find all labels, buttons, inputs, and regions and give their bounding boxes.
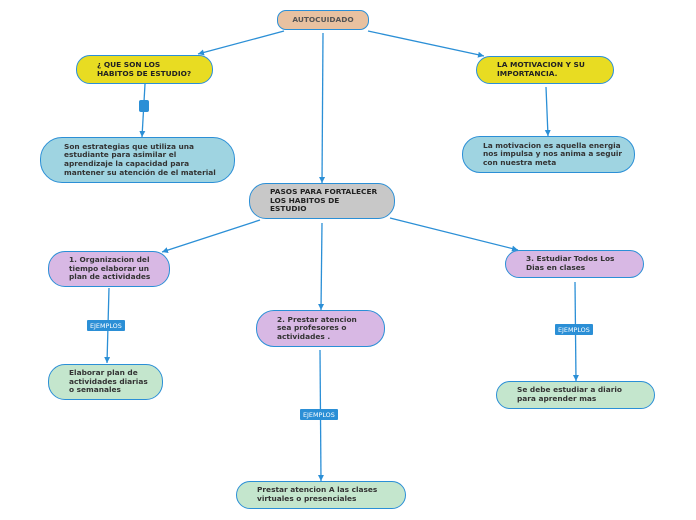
node-pasos-label: PASOS PARA FORTALECER LOS HABITOS DE EST…: [270, 187, 378, 214]
node-ejemplo2-label: Prestar atencion A las clases virtuales …: [257, 485, 378, 503]
node-motivacion[interactable]: LA MOTIVACION Y SU IMPORTANCIA.: [476, 56, 614, 84]
node-ejemplo1-label: Elaborar plan de actividades diarias o s…: [69, 368, 148, 395]
edge-root-motivacion: [367, 30, 485, 58]
node-motivacion-def-label: La motivacion es aquella energia nos imp…: [483, 140, 623, 167]
node-paso2-label: 2. Prestar atencion sea profesores o act…: [277, 314, 357, 341]
edge-root-pasos: [319, 32, 326, 184]
node-que-son-def[interactable]: Son estrategias que utiliza una estudian…: [40, 137, 235, 183]
node-que-son-def-label: Son estrategias que utiliza una estudian…: [64, 141, 216, 177]
node-paso1[interactable]: 1. Organizacion del tiempo elaborar un p…: [48, 251, 170, 287]
ejemplos-label-1: EJEMPLOS: [87, 320, 125, 331]
node-paso3[interactable]: 3. Estudiar Todos Los Dias en clases: [505, 250, 644, 278]
node-motivacion-label: LA MOTIVACION Y SU IMPORTANCIA.: [497, 60, 585, 78]
node-paso1-label: 1. Organizacion del tiempo elaborar un p…: [69, 255, 151, 282]
ejemplos-label-2: EJEMPLOS: [300, 409, 338, 420]
node-ejemplo1[interactable]: Elaborar plan de actividades diarias o s…: [48, 364, 163, 400]
connector-handle[interactable]: [139, 100, 149, 112]
edge-pasos-paso3: [389, 217, 519, 252]
edge-root-que-son: [197, 30, 285, 56]
node-motivacion-def[interactable]: La motivacion es aquella energia nos imp…: [462, 136, 635, 173]
edge-pasos-paso1: [161, 219, 261, 253]
node-autocuidado[interactable]: AUTOCUIDADO: [277, 10, 369, 30]
node-ejemplo2[interactable]: Prestar atencion A las clases virtuales …: [236, 481, 406, 509]
node-que-son-label: ¿ QUE SON LOS HABITOS DE ESTUDIO?: [97, 59, 192, 78]
edge-motivacion-def: [544, 86, 551, 137]
node-pasos[interactable]: PASOS PARA FORTALECER LOS HABITOS DE EST…: [249, 183, 395, 219]
node-autocuidado-label: AUTOCUIDADO: [292, 14, 354, 24]
node-que-son[interactable]: ¿ QUE SON LOS HABITOS DE ESTUDIO?: [76, 55, 213, 84]
edge-pasos-paso2: [318, 222, 325, 311]
node-paso2[interactable]: 2. Prestar atencion sea profesores o act…: [256, 310, 385, 347]
ejemplos-label-3: EJEMPLOS: [555, 324, 593, 335]
node-paso3-label: 3. Estudiar Todos Los Dias en clases: [526, 254, 615, 272]
node-ejemplo3-label: Se debe estudiar a diario para aprender …: [517, 385, 622, 403]
node-ejemplo3[interactable]: Se debe estudiar a diario para aprender …: [496, 381, 655, 409]
